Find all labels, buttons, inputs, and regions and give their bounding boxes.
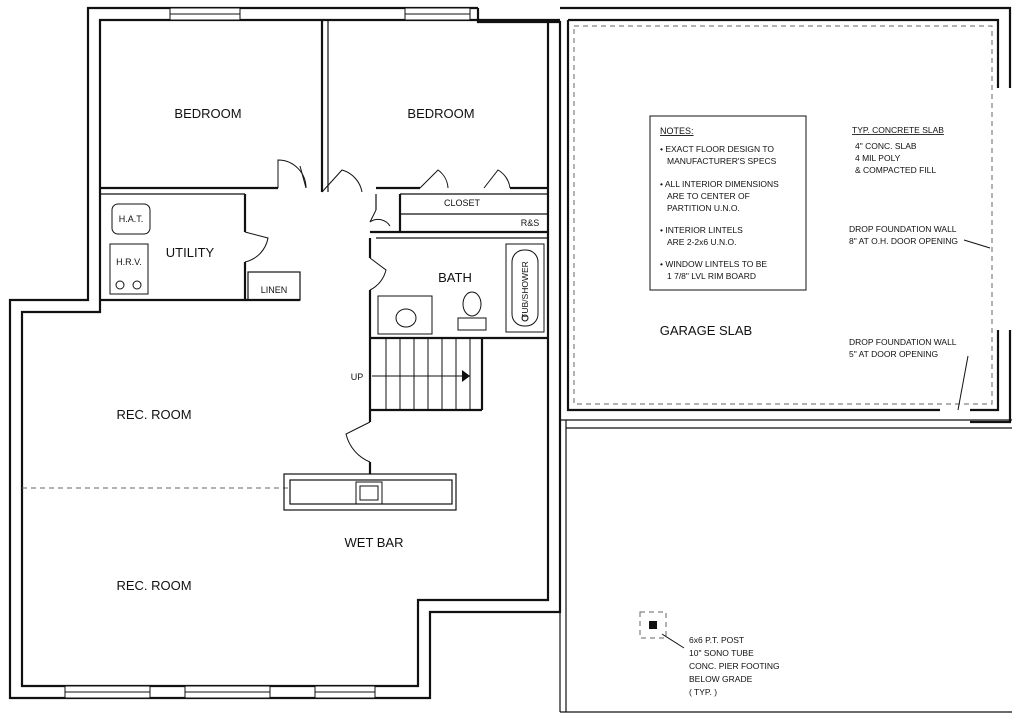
slab-line: 4 MIL POLY (855, 153, 901, 163)
room-label-bedroom-right: BEDROOM (407, 106, 474, 121)
fixtures (109, 203, 991, 649)
hrv-label: H.R.V. (116, 257, 142, 267)
post-note: 6x6 P.T. POST (689, 635, 744, 645)
notes-line: MANUFACTURER'S SPECS (667, 156, 777, 166)
drop-wall-note-1: 8" AT O.H. DOOR OPENING (849, 236, 958, 246)
room-label-bath: BATH (438, 270, 472, 285)
notes-line: 1 7/8" LVL RIM BOARD (667, 271, 756, 281)
drop-wall-note-2: DROP FOUNDATION WALL (849, 337, 957, 347)
windows (64, 7, 471, 699)
closet-label: CLOSET (444, 198, 481, 208)
post-note: 10" SONO TUBE (689, 648, 754, 658)
room-label-utility: UTILITY (166, 245, 215, 260)
notes-box (649, 115, 807, 291)
notes-line: • INTERIOR LINTELS (660, 225, 743, 235)
interior-partitions (22, 20, 548, 511)
slab-line: 4" CONC. SLAB (855, 141, 917, 151)
notes-line: • EXACT FLOOR DESIGN TO (660, 144, 774, 154)
room-label-wet-bar: WET BAR (345, 535, 404, 550)
notes-heading: NOTES: (660, 126, 694, 136)
tub-shower-label: TUB/SHOWER (520, 261, 530, 319)
room-label-garage-slab: GARAGE SLAB (660, 323, 752, 338)
door-swings (244, 159, 511, 463)
room-label-bedroom-left: BEDROOM (174, 106, 241, 121)
notes-line: • ALL INTERIOR DIMENSIONS (660, 179, 779, 189)
slab-heading: TYP. CONCRETE SLAB (852, 125, 944, 135)
drop-wall-note-1: DROP FOUNDATION WALL (849, 224, 957, 234)
hat-label: H.A.T. (119, 214, 144, 224)
room-label-rec-room-lower: REC. ROOM (116, 578, 191, 593)
post-note: CONC. PIER FOOTING (689, 661, 780, 671)
notes-line: PARTITION U.N.O. (667, 203, 740, 213)
notes-line: ARE TO CENTER OF (667, 191, 750, 201)
linen-label: LINEN (261, 285, 288, 295)
drop-wall-note-2: 5" AT DOOR OPENING (849, 349, 938, 359)
room-label-rec-room-upper: REC. ROOM (116, 407, 191, 422)
garage-walls (559, 6, 1012, 713)
post-note: BELOW GRADE (689, 674, 753, 684)
slab-line: & COMPACTED FILL (855, 165, 936, 175)
post-note: ( TYP. ) (689, 687, 717, 697)
notes-line: ARE 2-2x6 U.N.O. (667, 237, 736, 247)
exterior-walls (8, 6, 562, 700)
rs-label: R&S (521, 218, 540, 228)
stair-up-label: UP (351, 372, 364, 382)
notes-line: • WINDOW LINTELS TO BE (660, 259, 767, 269)
